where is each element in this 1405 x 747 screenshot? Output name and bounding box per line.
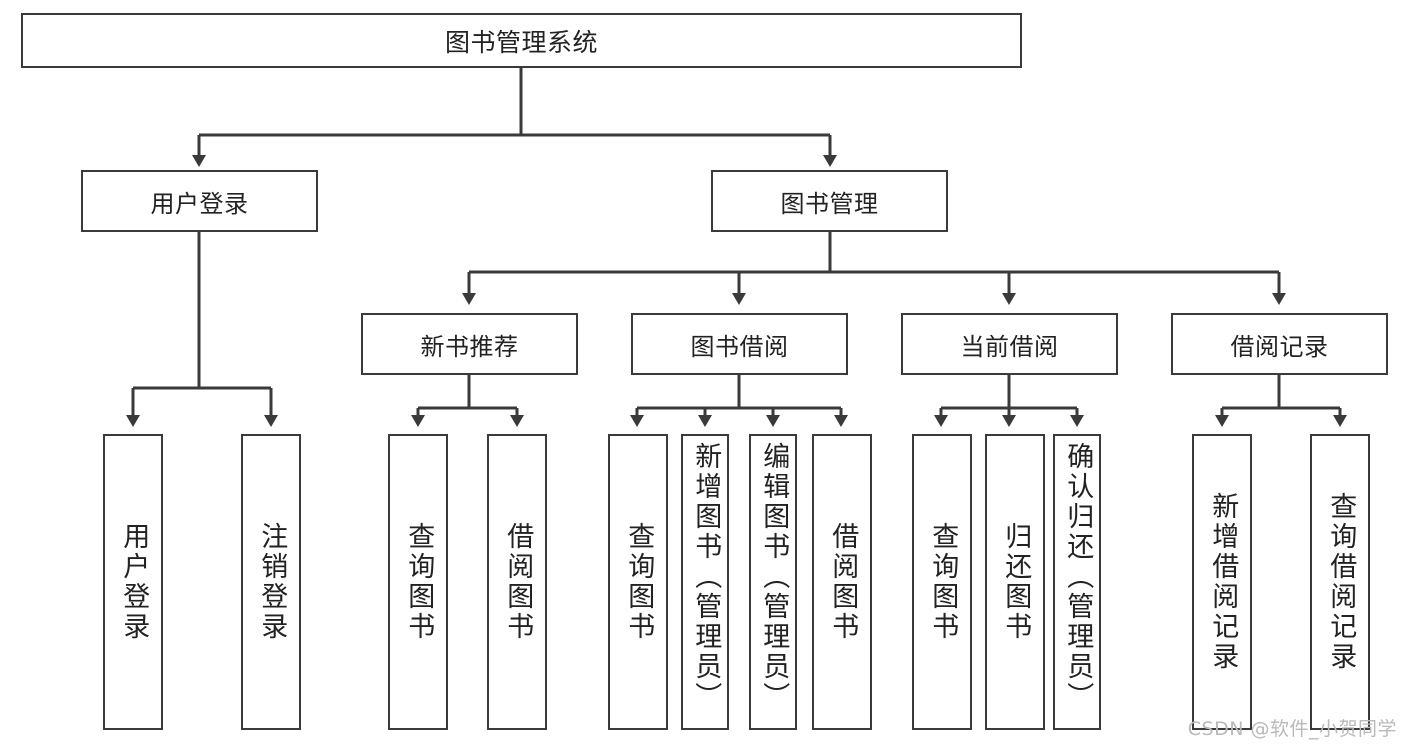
- leaf-book-borrow-add-admin[interactable]: 新增图书（管理员）: [681, 434, 729, 730]
- leaf-book-borrow-borrow[interactable]: 借阅图书: [812, 434, 872, 730]
- node-label: 用户登录: [150, 189, 249, 218]
- node-label: 查询图书: [623, 522, 655, 642]
- leaf-borrow-record-query[interactable]: 查询借阅记录: [1310, 434, 1370, 730]
- node-label: 新书推荐: [420, 332, 519, 361]
- node-label: 确认归还（管理员）: [1062, 442, 1094, 712]
- node-label: 新增图书（管理员）: [690, 442, 722, 712]
- leaf-borrow-record-add[interactable]: 新增借阅记录: [1192, 434, 1252, 730]
- node-label: 借阅记录: [1230, 332, 1329, 361]
- leaf-book-borrow-edit-admin[interactable]: 编辑图书（管理员）: [749, 434, 797, 730]
- node-label: 查询图书: [403, 522, 435, 642]
- node-label: 新增借阅记录: [1207, 492, 1239, 672]
- node-new-book-recommend[interactable]: 新书推荐: [361, 313, 578, 375]
- node-label: 当前借阅: [960, 332, 1059, 361]
- leaf-new-book-borrow[interactable]: 借阅图书: [487, 434, 547, 730]
- node-label: 图书管理: [780, 189, 879, 218]
- node-user-login[interactable]: 用户登录: [81, 170, 318, 232]
- node-book-management[interactable]: 图书管理: [711, 170, 948, 232]
- node-label: 查询图书: [927, 522, 959, 642]
- node-label: 编辑图书（管理员）: [758, 442, 790, 712]
- leaf-current-borrow-return[interactable]: 归还图书: [985, 434, 1045, 730]
- watermark-csdn: CSDN @软件_小贺同学: [1187, 718, 1397, 740]
- node-label: 查询借阅记录: [1325, 492, 1357, 672]
- node-label: 借阅图书: [502, 522, 534, 642]
- node-book-borrow[interactable]: 图书借阅: [631, 313, 848, 375]
- node-label: 图书借阅: [690, 332, 789, 361]
- node-label: 归还图书: [1000, 522, 1032, 642]
- leaf-book-borrow-query[interactable]: 查询图书: [608, 434, 668, 730]
- node-root-library-system[interactable]: 图书管理系统: [21, 13, 1022, 68]
- node-label: 借阅图书: [827, 522, 859, 642]
- node-label: 用户登录: [118, 522, 150, 642]
- leaf-user-login-login[interactable]: 用户登录: [103, 434, 163, 730]
- node-current-borrow[interactable]: 当前借阅: [901, 313, 1118, 375]
- leaf-new-book-query[interactable]: 查询图书: [388, 434, 448, 730]
- leaf-user-login-logout[interactable]: 注销登录: [241, 434, 301, 730]
- node-borrow-record[interactable]: 借阅记录: [1171, 313, 1388, 375]
- node-label: 图书管理系统: [444, 27, 598, 57]
- leaf-current-borrow-confirm-admin[interactable]: 确认归还（管理员）: [1053, 434, 1101, 730]
- leaf-current-borrow-query[interactable]: 查询图书: [912, 434, 972, 730]
- node-label: 注销登录: [256, 522, 288, 642]
